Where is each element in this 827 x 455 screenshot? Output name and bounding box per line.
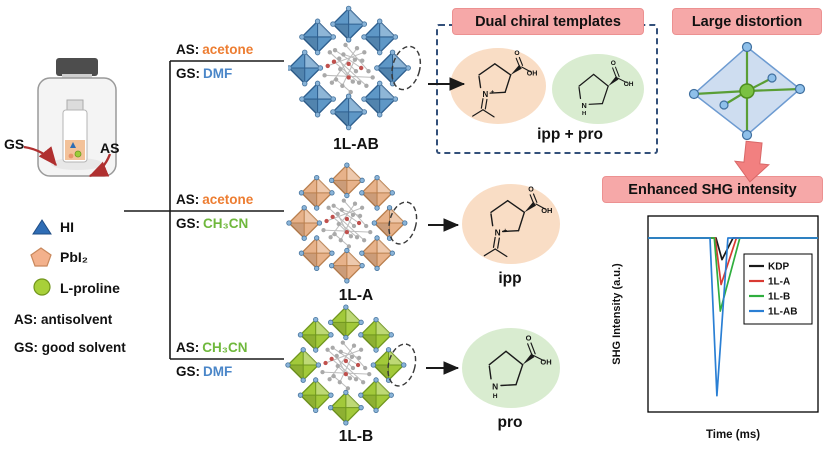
- as-solvent: acetone: [202, 42, 254, 57]
- gs-solvent: CH₃CN: [203, 216, 249, 231]
- ipp-product-label: ipp: [498, 270, 522, 287]
- pbi2-marker: [68, 153, 74, 159]
- antisolvent-definition: AS: antisolvent: [14, 312, 113, 327]
- solvent-vial-illustration: [37, 58, 117, 177]
- distorted-octahedron-illustration: [688, 42, 806, 140]
- iodine-vertices: [688, 42, 806, 140]
- svg-text:O: O: [528, 186, 534, 194]
- legend-entry: 1L-A: [768, 277, 790, 288]
- legend-label-proline: L-proline: [60, 280, 120, 296]
- branch-connector-lines: [124, 60, 284, 360]
- pro-structure: NH O OH: [578, 60, 634, 117]
- ipp-molecule-badge: N+ O OH: [462, 184, 560, 264]
- chart-ylabel: SHG Intensity (a.u.): [611, 263, 623, 365]
- branch2-good-solvent: GS:CH₃CN: [176, 216, 248, 231]
- legend-entry: KDP: [768, 262, 789, 273]
- inner-vial-liquid: [65, 140, 85, 160]
- good-solvent-definition: GS: good solvent: [14, 340, 126, 355]
- pro-product-label: pro: [497, 414, 523, 431]
- highlight-ellipse: [387, 343, 417, 387]
- chart-xlabel: Time (ms): [706, 429, 760, 441]
- as-solvent: CH₃CN: [202, 340, 248, 355]
- svg-text:N: N: [582, 101, 587, 110]
- hi-marker: [70, 142, 76, 148]
- dual-templates-header: Dual chiral templates: [452, 8, 644, 35]
- svg-text:H: H: [493, 393, 498, 400]
- inner-vial-cap: [66, 99, 84, 111]
- branch1-good-solvent: GS:DMF: [176, 66, 232, 81]
- proline-marker: [74, 150, 82, 158]
- series-1L-AB: [648, 237, 818, 397]
- svg-text:+: +: [491, 89, 495, 96]
- svg-text:N: N: [482, 90, 488, 99]
- legend-entry: 1L-AB: [768, 307, 797, 318]
- dual-product-label: ipp + pro: [537, 126, 603, 143]
- gs-solvent: DMF: [203, 364, 233, 379]
- as-solvent: acetone: [202, 192, 254, 207]
- svg-text:OH: OH: [540, 358, 551, 367]
- as-prefix: AS:: [176, 192, 200, 207]
- shg-intensity-chart: KDP 1L-A 1L-B 1L-AB Time (ms) SHG Intensity (…: [611, 215, 819, 441]
- svg-text:+: +: [503, 227, 507, 234]
- as-arrow-label: AS: [100, 140, 120, 156]
- crystal-label-1lab: 1L-AB: [333, 136, 379, 153]
- crystal-structure-1la: [286, 162, 418, 284]
- svg-text:O: O: [526, 334, 532, 343]
- highlight-ellipse: [391, 45, 422, 91]
- legend-entry: 1L-B: [768, 292, 790, 303]
- as-prefix: AS:: [176, 42, 200, 57]
- pbi2-pentagon-icon: [30, 247, 52, 267]
- svg-text:O: O: [514, 50, 519, 57]
- crystal-label-1la: 1L-A: [338, 287, 374, 304]
- gs-prefix: GS:: [176, 216, 201, 231]
- gs-prefix: GS:: [176, 66, 201, 81]
- vial-cap: [56, 58, 98, 76]
- crystal-structure-1lb: [285, 304, 417, 426]
- plot-frame: [647, 215, 819, 413]
- legend-label-hi: HI: [60, 219, 74, 235]
- proline-circle-icon: [33, 278, 51, 296]
- crystal-label-1lb: 1L-B: [338, 428, 374, 445]
- branch1-antisolvent: AS:acetone: [176, 42, 253, 57]
- gs-prefix: GS:: [176, 364, 201, 379]
- branch3-good-solvent: GS:DMF: [176, 364, 232, 379]
- legend-label-pbi2: PbI₂: [60, 249, 88, 265]
- large-distortion-header: Large distortion: [672, 8, 822, 35]
- branch2-antisolvent: AS:acetone: [176, 192, 253, 207]
- crystal-structure-1lab: [288, 5, 422, 131]
- hi-triangle-icon: [32, 219, 52, 235]
- ipp-structure: N+ O OH: [483, 186, 552, 258]
- gs-solvent: DMF: [203, 66, 233, 81]
- central-metal-atom: [739, 83, 755, 99]
- ipp-molecule-badge: N+ O OH: [450, 48, 546, 124]
- as-prefix: AS:: [176, 340, 200, 355]
- gs-arrow-label: GS: [4, 136, 25, 152]
- svg-text:OH: OH: [541, 206, 552, 215]
- svg-text:H: H: [582, 111, 586, 117]
- svg-text:N: N: [495, 228, 501, 238]
- branch3-antisolvent: AS:CH₃CN: [176, 340, 248, 355]
- enhanced-shg-header: Enhanced SHG intensity: [602, 176, 823, 203]
- svg-text:O: O: [611, 60, 616, 67]
- svg-text:OH: OH: [527, 70, 538, 78]
- pro-structure: NH O OH: [488, 334, 552, 400]
- svg-text:N: N: [492, 382, 498, 392]
- svg-text:OH: OH: [624, 81, 634, 88]
- ipp-structure: N+ O OH: [472, 50, 538, 118]
- highlight-ellipse: [388, 201, 418, 245]
